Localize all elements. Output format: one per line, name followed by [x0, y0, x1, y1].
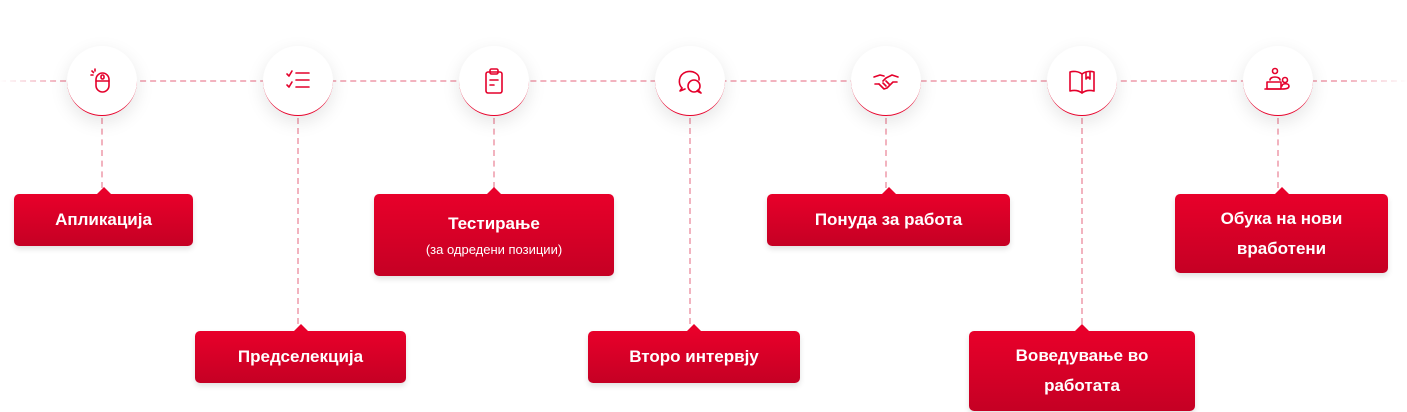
connector: [101, 118, 103, 188]
step-title: Апликација: [55, 210, 152, 229]
mouse-icon: [90, 67, 110, 93]
step-title: Тестирање: [448, 214, 540, 233]
step-title: Понуда за работа: [814, 210, 963, 229]
person-laptop-icon: [1264, 67, 1290, 90]
step-title: Воведување во работата: [1015, 346, 1149, 395]
step-1-label: Апликација: [14, 187, 193, 246]
step-6-label: Воведување во работата: [969, 324, 1195, 411]
step-2-circle: [263, 46, 333, 116]
handshake-icon: [873, 73, 899, 90]
step-title: Второ интервју: [629, 347, 759, 366]
step-3-circle: [459, 46, 529, 116]
connector: [689, 118, 691, 324]
step-title: Обука на нови вработени: [1220, 208, 1343, 258]
clipboard-icon: [485, 67, 503, 94]
book-icon: [1069, 70, 1095, 94]
connector: [297, 118, 299, 324]
line-fade-left: [0, 70, 60, 94]
connector: [1277, 118, 1279, 188]
step-5-circle: [851, 46, 921, 116]
connector: [493, 118, 495, 188]
connector: [885, 118, 887, 188]
step-5-label: Понуда за работа: [767, 187, 1010, 246]
checklist-icon: [286, 69, 310, 88]
step-4-label: Второ интервју: [588, 324, 800, 383]
step-title: Предселекција: [237, 347, 364, 366]
connector: [1081, 118, 1083, 324]
step-2-label: Предселекција: [195, 324, 406, 383]
step-1-circle: [67, 46, 137, 116]
step-subtitle: (за одредени позиции): [425, 242, 563, 257]
step-7-label: Обука на нови вработени: [1175, 187, 1388, 273]
step-7-circle: [1243, 46, 1313, 116]
step-6-circle: [1047, 46, 1117, 116]
chat-bubbles-icon: [678, 70, 702, 94]
step-3-label: Тестирање (за одредени позиции): [374, 187, 614, 276]
line-fade-right: [1347, 70, 1407, 94]
step-4-circle: [655, 46, 725, 116]
